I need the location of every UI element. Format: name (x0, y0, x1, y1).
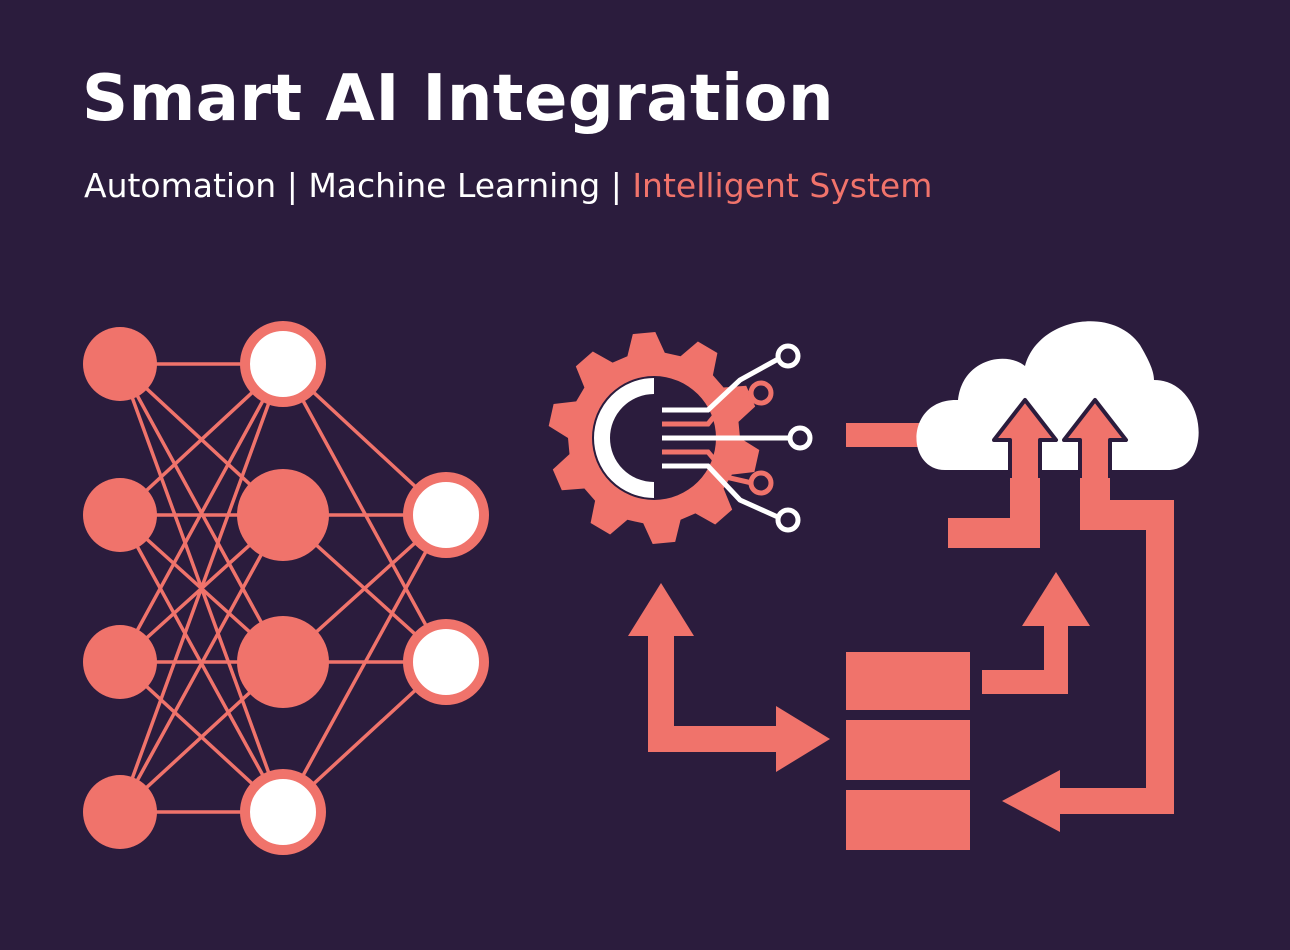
network-input-node (83, 478, 157, 552)
network-edge (281, 363, 448, 663)
subtitle-separator: | (276, 166, 309, 205)
network-output-node (403, 619, 489, 705)
cloud-upload-icon (916, 321, 1199, 482)
network-hidden-node (237, 469, 329, 561)
network-hidden-node (240, 769, 326, 855)
subtitle-machine-learning: Machine Learning (308, 166, 601, 205)
subtitle-separator: | (600, 166, 633, 205)
network-edge (281, 514, 448, 813)
page-subtitle: Automation | Machine Learning | Intellig… (84, 166, 932, 205)
network-hidden-node (237, 616, 329, 708)
network-edge (118, 514, 285, 813)
network-input-node (83, 775, 157, 849)
page-title: Smart AI Integration (82, 62, 835, 136)
network-input-node (83, 327, 157, 401)
network-edge (118, 363, 285, 663)
subtitle-automation: Automation (84, 166, 277, 205)
database-stack-icon (846, 652, 970, 850)
connector-bar (846, 423, 928, 447)
neural-network-icon (83, 321, 489, 855)
gear-circuit-icon (548, 332, 813, 544)
network-hidden-node (240, 321, 326, 407)
flow-arrows (628, 478, 1174, 832)
network-output-node (403, 472, 489, 558)
network-edge (118, 363, 285, 813)
network-input-node (83, 625, 157, 699)
subtitle-intelligent-system: Intelligent System (632, 166, 933, 205)
